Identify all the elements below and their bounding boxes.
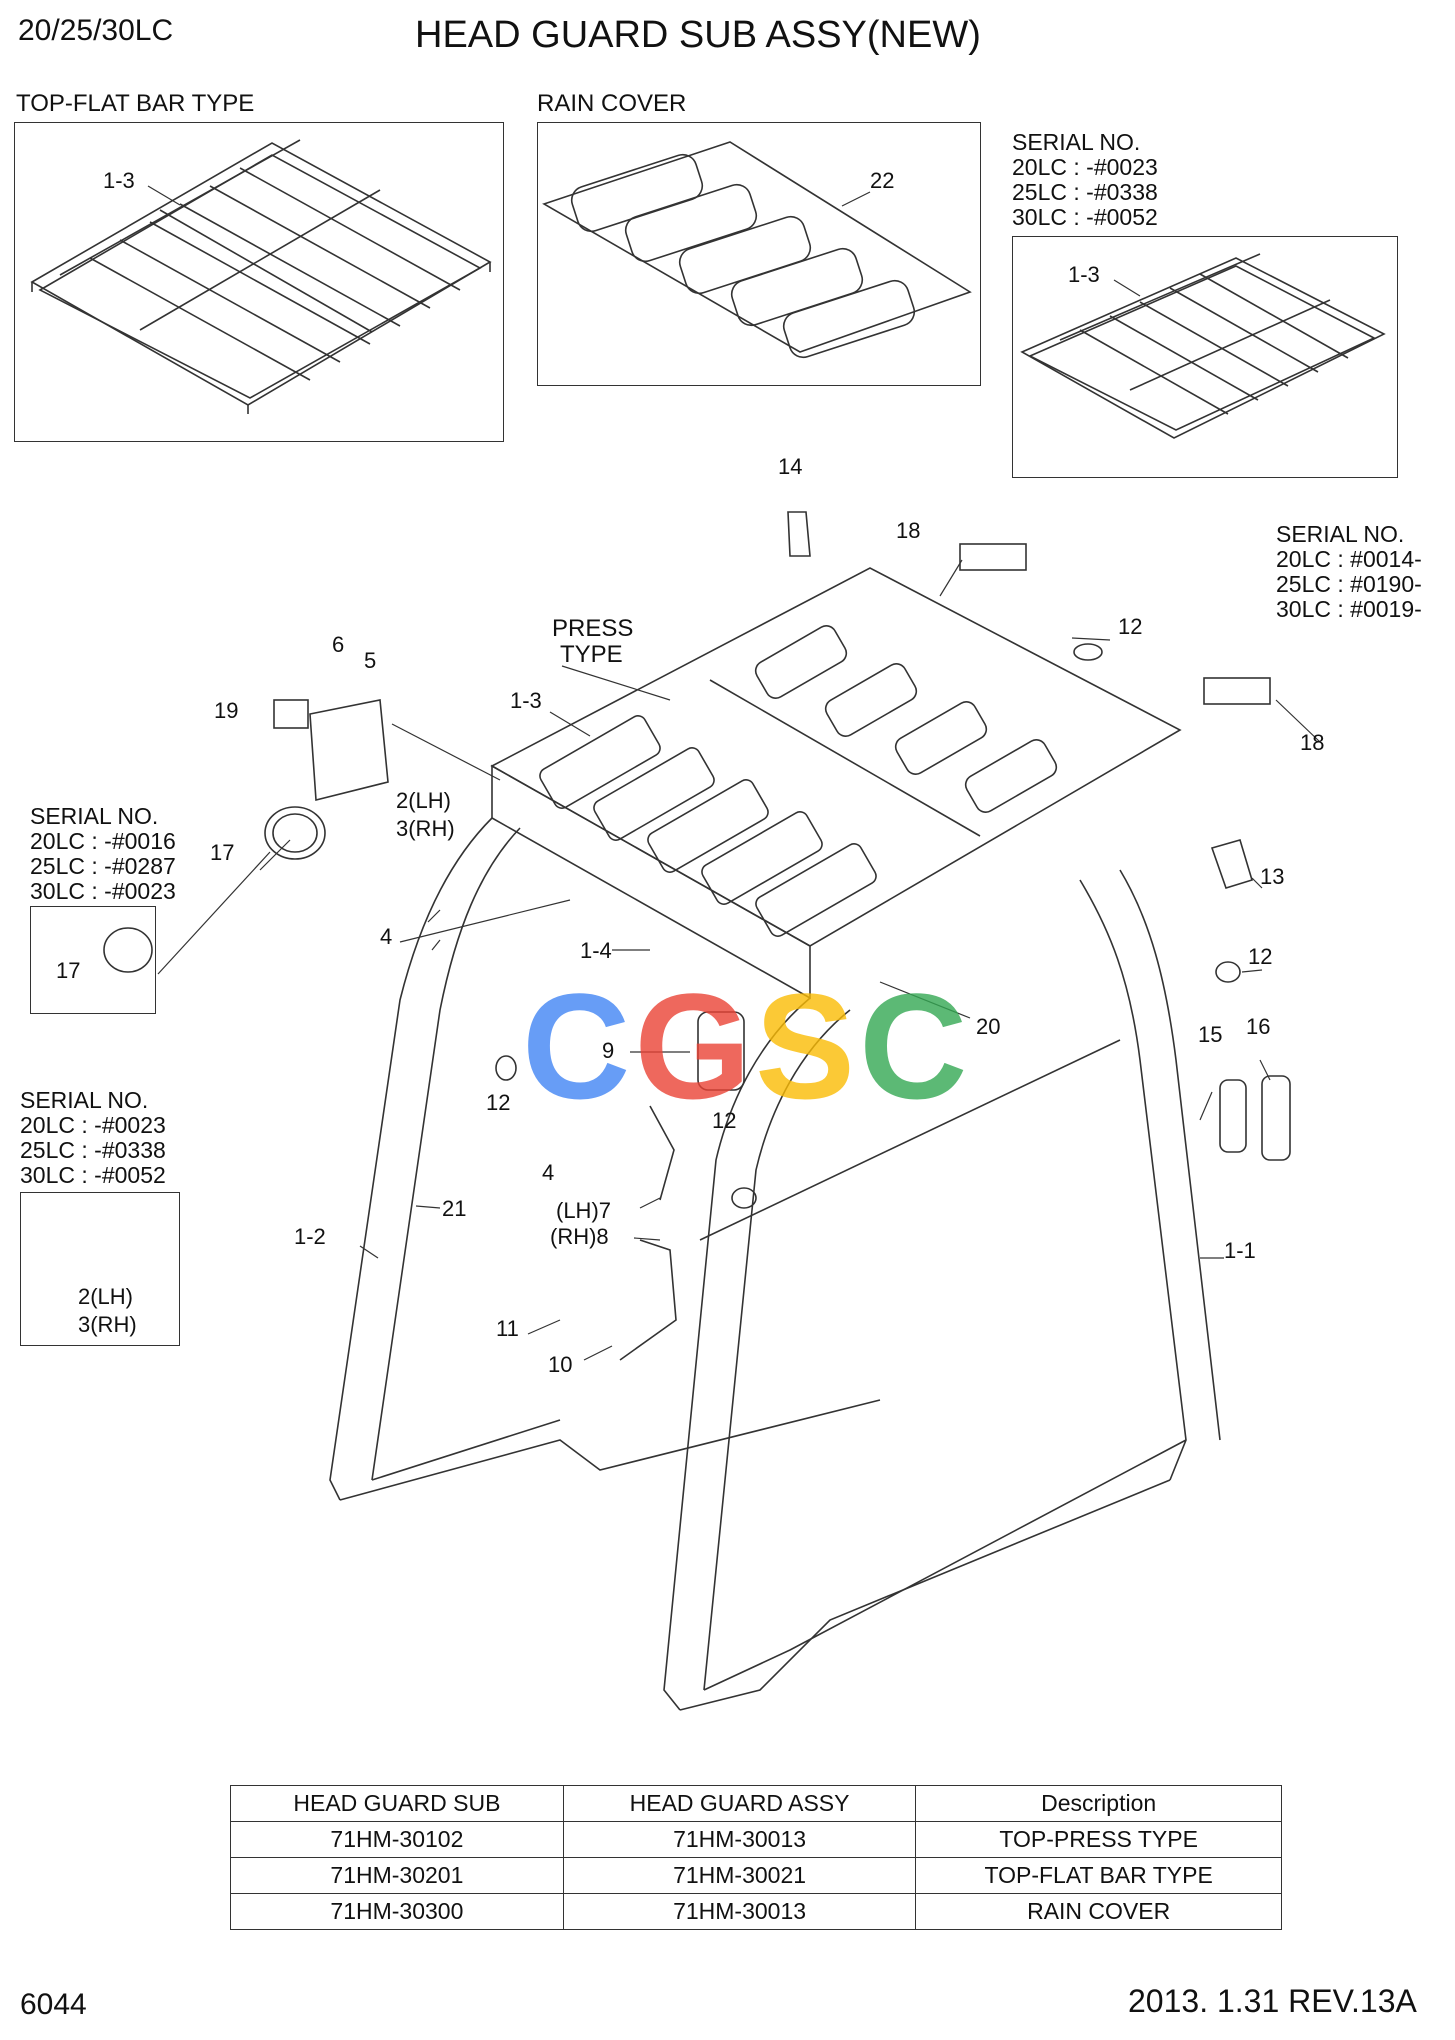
part-13 <box>1210 839 1253 889</box>
cell-description: TOP-PRESS TYPE <box>915 1821 1282 1858</box>
callout-flat-bar-1-3: 1-3 <box>103 168 135 193</box>
header-description: Description <box>915 1785 1282 1822</box>
callout-5: 5 <box>364 648 377 673</box>
page-number: 6044 <box>20 1988 87 2021</box>
callout-7: (LH)7 <box>556 1198 612 1223</box>
cell-sub: 71HM-30102 <box>230 1821 564 1858</box>
serial-note-right: SERIAL NO. 20LC : #0014- 25LC : #0190- 3… <box>1276 521 1422 622</box>
callout-3-rh: 3(RH) <box>396 816 455 841</box>
callout-13: 13 <box>1260 864 1285 889</box>
callout-1-2: 1-2 <box>294 1224 326 1249</box>
part-18a <box>959 543 1027 571</box>
grommet-12d <box>731 1187 757 1209</box>
callout-8: (RH)8 <box>550 1224 609 1249</box>
grab-handle <box>619 1239 677 1361</box>
callout-6: 6 <box>332 632 345 657</box>
table-header-row: HEAD GUARD SUB HEAD GUARD ASSY Descripti… <box>230 1785 1282 1822</box>
serial-note-top-right: SERIAL NO. 20LC : -#0023 25LC : -#0338 3… <box>1012 129 1158 230</box>
callout-10: 10 <box>548 1352 573 1377</box>
callout-12-roof: 12 <box>1118 614 1143 639</box>
callout-19: 19 <box>214 698 239 723</box>
part-19 <box>273 699 309 729</box>
press-type-label: PRESS TYPE <box>552 615 634 668</box>
revision-label: 2013. 1.31 REV.13A <box>1128 1983 1417 2019</box>
rain-cover-inset-label: RAIN COVER <box>537 90 687 117</box>
header-head-guard-sub: HEAD GUARD SUB <box>230 1785 564 1822</box>
table-row: 71HM-30300 71HM-30013 RAIN COVER <box>230 1893 1282 1930</box>
header-head-guard-assy: HEAD GUARD ASSY <box>562 1785 917 1822</box>
model-label: 20/25/30LC <box>18 14 174 47</box>
cell-assy: 71HM-30021 <box>562 1857 917 1894</box>
head-guard-frame-drawing <box>329 817 1221 1711</box>
callout-18-right: 18 <box>1300 730 1325 755</box>
part-15 <box>1219 1079 1247 1153</box>
table-row: 71HM-30201 71HM-30021 TOP-FLAT BAR TYPE <box>230 1857 1282 1894</box>
parts-drawing <box>103 511 1291 1361</box>
callout-1-1: 1-1 <box>1224 1238 1256 1263</box>
serial-note-lamp: SERIAL NO. 20LC : -#0016 25LC : -#0287 3… <box>30 803 176 904</box>
leader-lines <box>147 185 1321 1361</box>
callout-17: 17 <box>210 840 235 865</box>
callout-15: 15 <box>1198 1022 1223 1047</box>
serial-grille-drawing <box>1020 253 1386 439</box>
callout-bracket-3-rh: 3(RH) <box>78 1312 137 1337</box>
cell-description: TOP-FLAT BAR TYPE <box>915 1857 1282 1894</box>
callout-14: 14 <box>778 454 803 479</box>
cell-sub: 71HM-30300 <box>230 1893 564 1930</box>
mirror <box>697 1011 745 1091</box>
part-16 <box>1261 1075 1291 1161</box>
grommet-12b <box>1215 961 1241 983</box>
cell-description: RAIN COVER <box>915 1893 1282 1930</box>
roof-plate-drawing <box>490 567 1182 1000</box>
rain-cover-drawing <box>542 141 972 359</box>
bracket-inset-box <box>20 1192 180 1346</box>
page-title: HEAD GUARD SUB ASSY(NEW) <box>415 14 981 56</box>
table-row: 71HM-30102 71HM-30013 TOP-PRESS TYPE <box>230 1821 1282 1858</box>
flat-bar-inset-label: TOP-FLAT BAR TYPE <box>16 90 255 117</box>
callout-serial-1-3: 1-3 <box>1068 262 1100 287</box>
bracket-2 <box>309 699 389 802</box>
callout-4-lower: 4 <box>542 1160 555 1185</box>
callout-12-right: 12 <box>1248 944 1273 969</box>
cell-assy: 71HM-30013 <box>562 1893 917 1930</box>
callout-12-left: 12 <box>486 1090 511 1115</box>
cgsc-watermark: CGSC <box>522 962 972 1130</box>
serial-note-bracket: SERIAL NO. 20LC : -#0023 25LC : -#0338 3… <box>20 1087 166 1188</box>
flat-bar-grille-drawing <box>30 139 492 414</box>
grommet-12c <box>495 1055 517 1081</box>
cell-assy: 71HM-30013 <box>562 1821 917 1858</box>
callout-11: 11 <box>496 1316 519 1341</box>
callout-4-upper: 4 <box>380 924 393 949</box>
callout-2-lh: 2(LH) <box>396 788 452 813</box>
callout-bracket-2-lh: 2(LH) <box>78 1284 134 1309</box>
part-14 <box>787 511 811 557</box>
callout-9: 9 <box>602 1038 615 1063</box>
rain-cover-inset-box <box>537 122 981 386</box>
callout-16: 16 <box>1246 1014 1271 1039</box>
lamp-inset-box <box>30 906 156 1014</box>
callout-17-inset: 17 <box>56 958 81 983</box>
work-lamp <box>264 806 326 860</box>
callout-20: 20 <box>976 1014 1001 1039</box>
cell-sub: 71HM-30201 <box>230 1857 564 1894</box>
callout-21: 21 <box>442 1196 467 1221</box>
callout-12-center: 12 <box>712 1108 737 1133</box>
grommet-12a <box>1073 643 1103 661</box>
callout-1-3-roof: 1-3 <box>510 688 542 713</box>
callout-rain-cover-22: 22 <box>870 168 895 193</box>
mirror-arm <box>649 1105 675 1201</box>
callout-1-4: 1-4 <box>580 938 612 963</box>
parts-table: HEAD GUARD SUB HEAD GUARD ASSY Descripti… <box>230 1785 1282 1930</box>
callout-18-top: 18 <box>896 518 921 543</box>
part-18b <box>1203 677 1271 705</box>
